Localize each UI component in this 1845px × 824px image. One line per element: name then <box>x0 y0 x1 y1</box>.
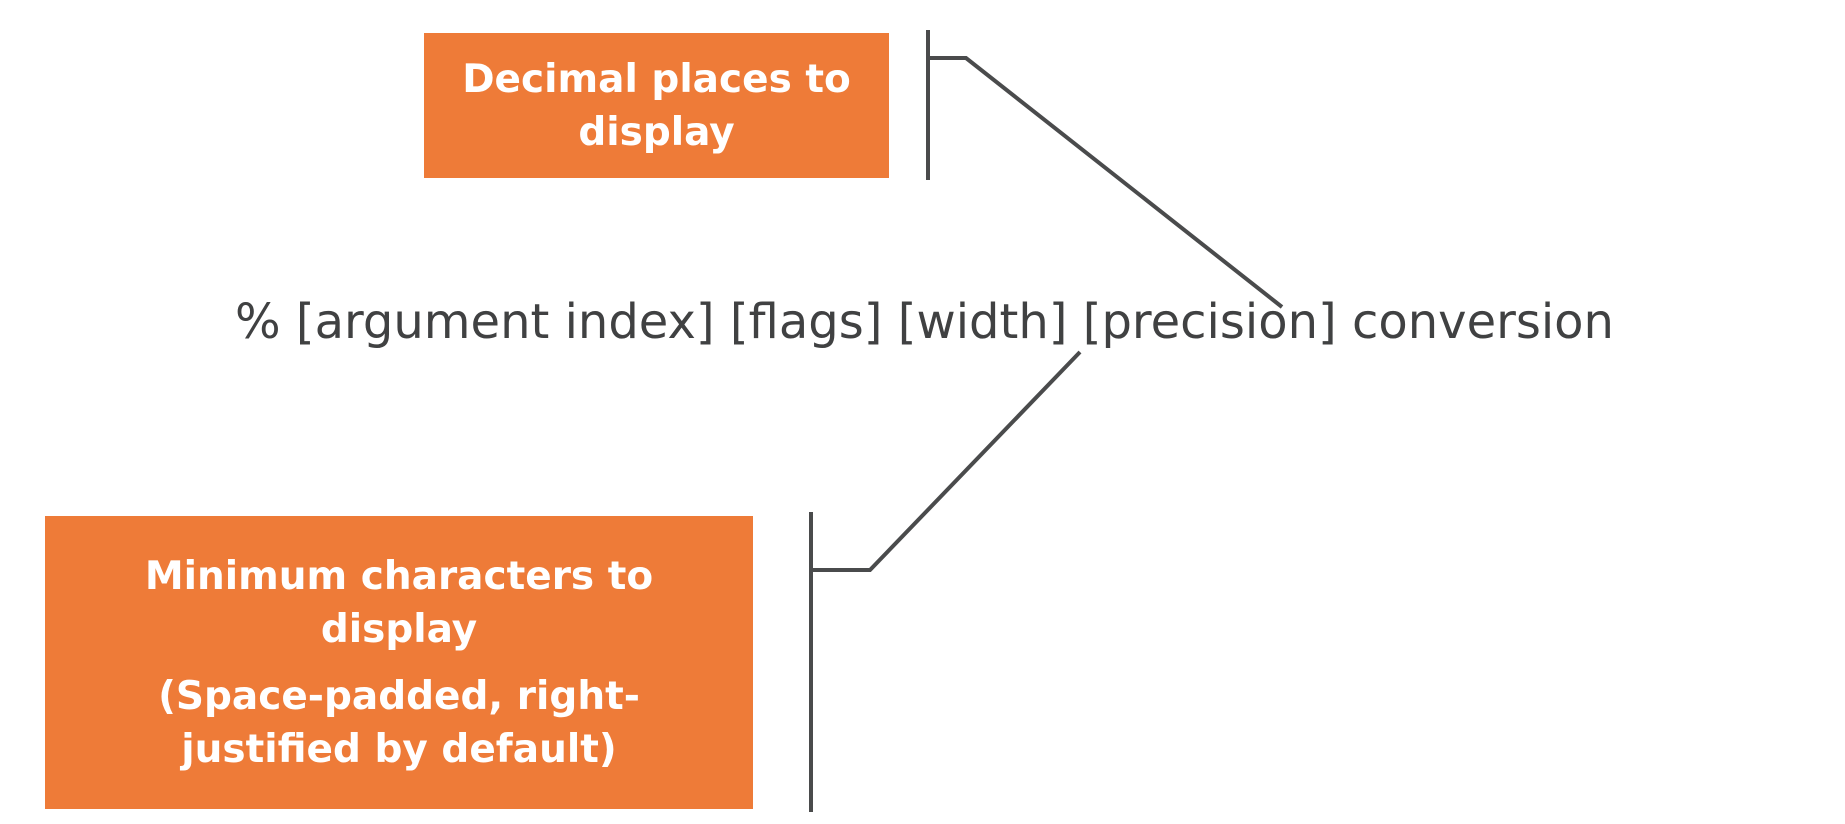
width-callout-text: Minimum characters to display <box>144 553 654 652</box>
width-callout: Minimum characters to display (Space-pad… <box>45 516 753 809</box>
width-connector <box>809 350 1082 812</box>
width-leader-line <box>811 350 1082 572</box>
precision-leader-line <box>928 56 1284 309</box>
precision-callout-text: Decimal places to display <box>462 56 851 155</box>
precision-callout: Decimal places to display <box>424 33 889 178</box>
precision-connector <box>926 30 1284 309</box>
format-specifier-syntax: % [argument index] [flags] [width] [prec… <box>235 294 1614 350</box>
width-callout-note: (Space-padded, right-justified by defaul… <box>158 673 640 772</box>
